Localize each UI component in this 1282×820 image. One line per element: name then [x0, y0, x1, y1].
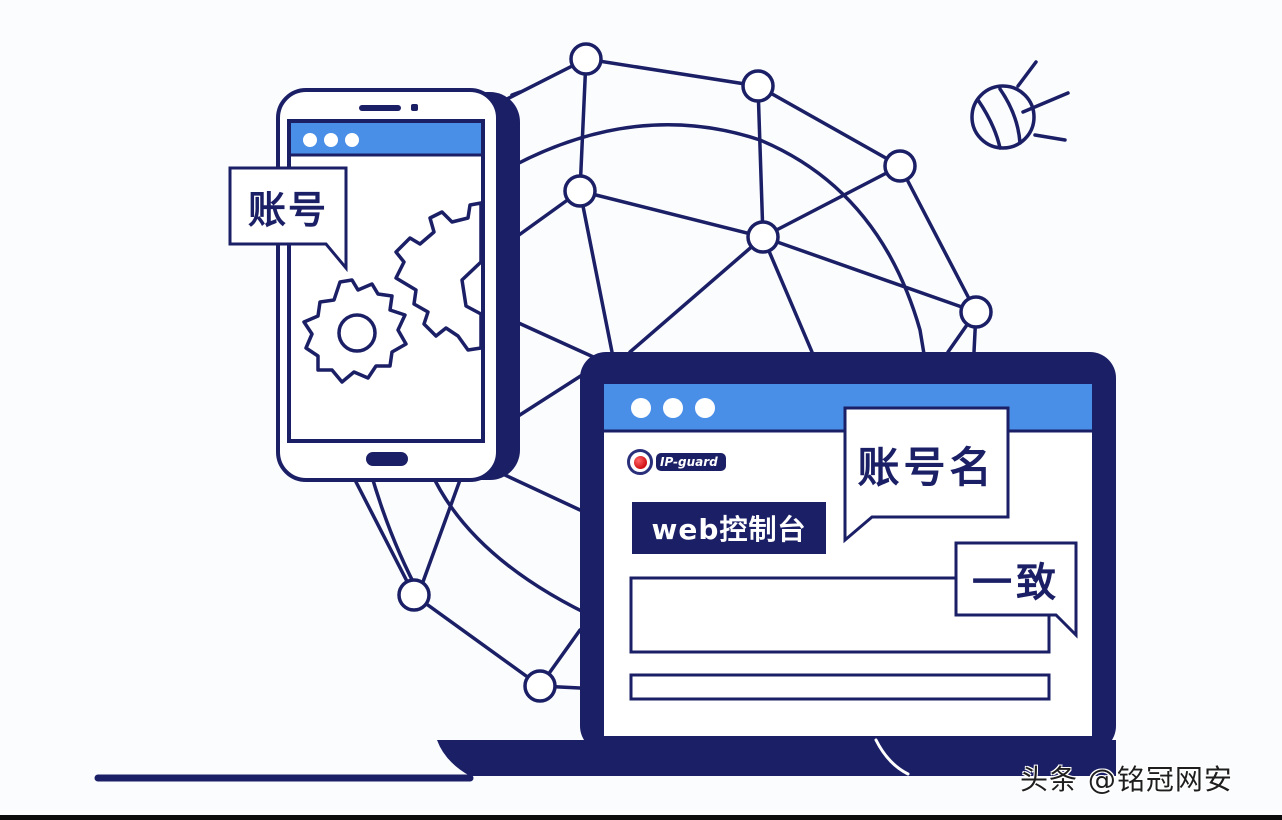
network-globe-icon [353, 57, 978, 690]
network-nodes [397, 42, 993, 703]
window-dots-icon [631, 398, 715, 418]
laptop-device [94, 352, 1116, 782]
satellite-icon [970, 60, 1070, 150]
web-console-badge: web控制台 [632, 502, 826, 554]
gear-icon [302, 278, 408, 384]
phone-device [228, 88, 520, 482]
account-name-bubble: 账号名 [857, 442, 996, 492]
consistent-bubble: 一致 [972, 560, 1060, 606]
ip-guard-logo: IP-guard [627, 448, 726, 476]
password-input [629, 673, 1051, 701]
bottom-edge [0, 815, 1282, 820]
phone-account-bubble: 账号 [247, 187, 328, 232]
window-dots-icon [303, 133, 359, 147]
watermark: 头条 @铭冠网安 [1020, 763, 1233, 796]
ip-guard-logo-icon [627, 449, 653, 475]
logo-text: IP-guard [656, 453, 726, 471]
gear-icon [394, 201, 483, 352]
